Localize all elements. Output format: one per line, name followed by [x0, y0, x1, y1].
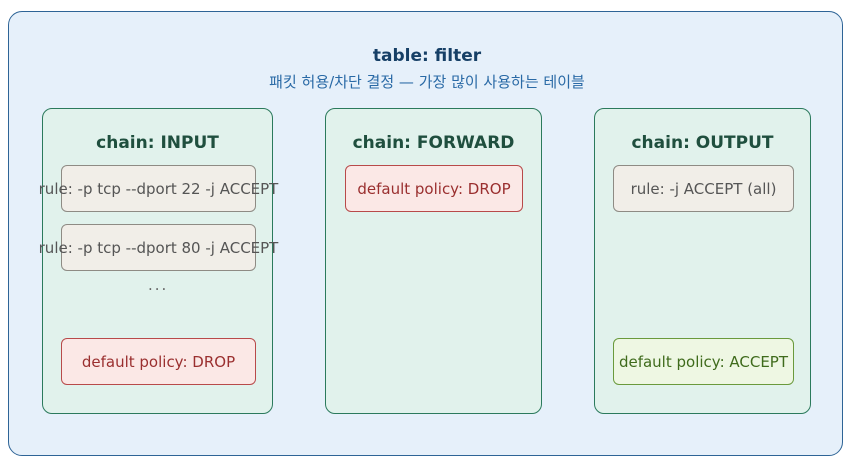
input-default-policy: default policy: DROP	[61, 338, 256, 385]
output-default-policy: default policy: ACCEPT	[613, 338, 794, 385]
output-rule-accept-all: rule: -j ACCEPT (all)	[613, 165, 794, 212]
input-rule-http: rule: -p tcp --dport 80 -j ACCEPT	[39, 224, 278, 271]
table-title: table: filter	[372, 46, 482, 66]
forward-default-policy-label: default policy: DROP	[357, 179, 511, 198]
input-rule-http-label: rule: -p tcp --dport 80 -j ACCEPT	[38, 238, 279, 257]
chain-forward-title: chain: FORWARD	[352, 133, 515, 153]
input-rule-ssh: rule: -p tcp --dport 22 -j ACCEPT	[39, 165, 278, 212]
output-rule-accept-all-label: rule: -j ACCEPT (all)	[630, 179, 777, 198]
chain-output-title: chain: OUTPUT	[631, 133, 774, 153]
chain-forward: chain: FORWARD	[325, 108, 542, 414]
forward-default-policy: default policy: DROP	[345, 165, 523, 212]
input-default-policy-label: default policy: DROP	[81, 352, 236, 371]
input-rule-ssh-label: rule: -p tcp --dport 22 -j ACCEPT	[38, 179, 279, 198]
input-rules-ellipsis: ...	[148, 276, 169, 294]
output-default-policy-label: default policy: ACCEPT	[618, 352, 789, 371]
chain-input-title: chain: INPUT	[96, 133, 219, 153]
table-subtitle: 패킷 허용/차단 결정 — 가장 많이 사용하는 테이블	[269, 73, 585, 91]
